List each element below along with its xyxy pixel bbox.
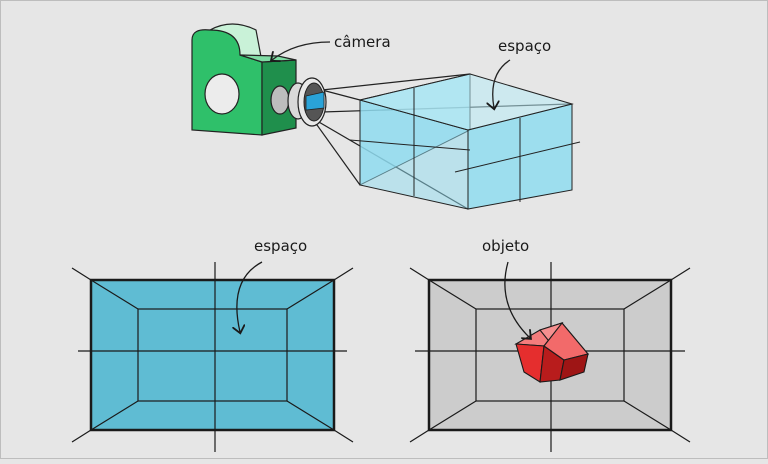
camera-icon	[191, 23, 327, 136]
lens-icon	[270, 77, 327, 127]
object-arrow-icon	[504, 261, 530, 338]
camera-scene: câmera espaço	[191, 23, 581, 210]
space-top-label: espaço	[498, 37, 551, 55]
camera-arrow-icon	[272, 41, 331, 60]
object-label: objeto	[482, 237, 529, 255]
object-room-panel: objeto	[409, 237, 691, 452]
space-box	[349, 73, 581, 210]
cube-icon	[514, 321, 589, 383]
space-bottom-arrow-icon	[237, 261, 263, 332]
space-bottom-label: espaço	[254, 237, 307, 255]
space-top-arrow-icon	[493, 59, 511, 108]
space-room-panel: espaço	[71, 237, 354, 452]
camera-label: câmera	[334, 33, 391, 51]
